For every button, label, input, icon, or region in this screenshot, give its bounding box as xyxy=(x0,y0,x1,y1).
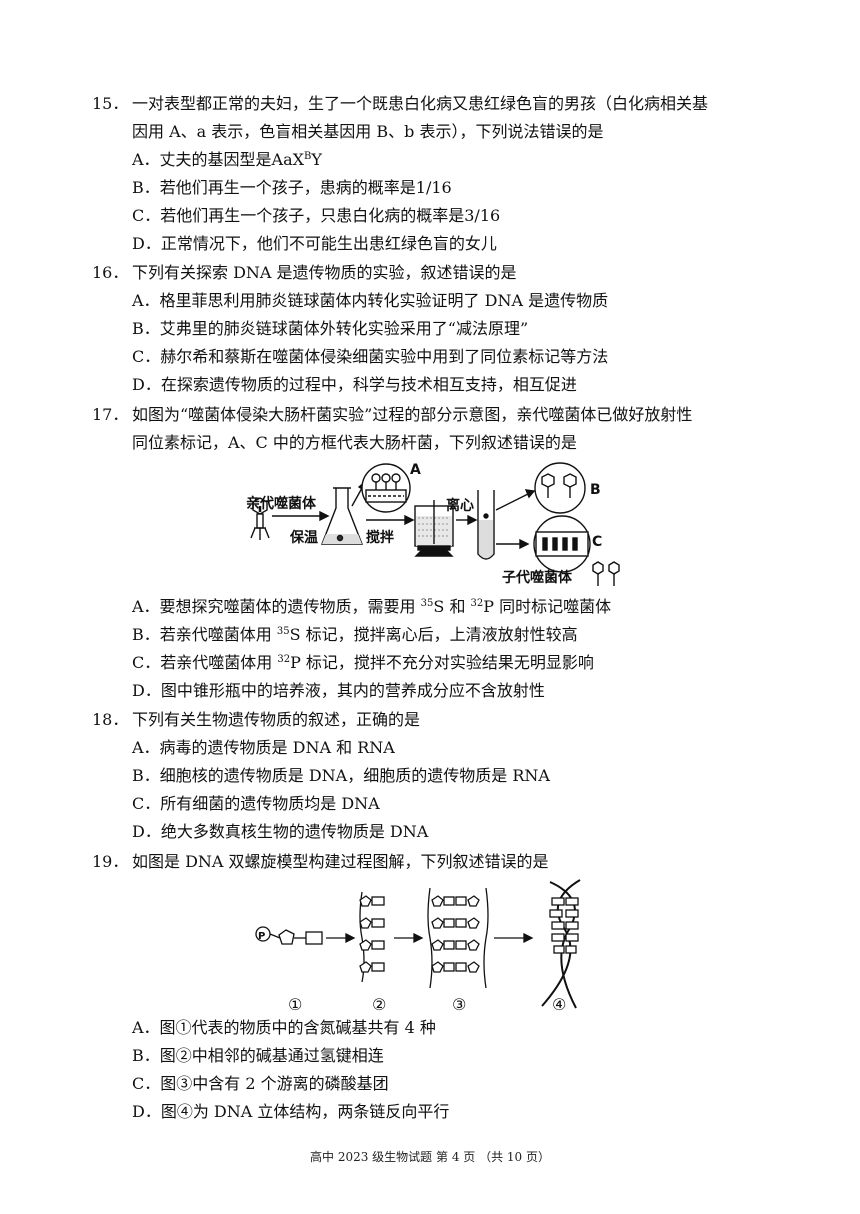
option-d: D．在探索遗传物质的过程中，科学与技术相互支持，相互促进 xyxy=(132,375,577,394)
question-text-line2: 同位素标记，A、C 中的方框代表大肠杆菌，下列叙述错误的是 xyxy=(132,433,577,452)
option-d: D．正常情况下，他们不可能生出患红绿色盲的女儿 xyxy=(132,234,497,253)
question-text: 下列有关探索 DNA 是遗传物质的实验，叙述错误的是 xyxy=(132,263,517,282)
question-15: 15．一对表型都正常的夫妇，生了一个既患白化病又患红绿色盲的男孩（白化病相关基 xyxy=(92,90,708,118)
question-18: 18．下列有关生物遗传物质的叙述，正确的是 xyxy=(92,706,420,734)
option-a: A．丈夫的基因型是AaXBY xyxy=(132,150,322,169)
question-number: 17． xyxy=(92,405,129,424)
question-text: 下列有关生物遗传物质的叙述，正确的是 xyxy=(132,710,421,729)
parent-phage-icon xyxy=(250,497,270,540)
option-d: D．绝大多数真核生物的遗传物质是 DNA xyxy=(132,822,429,841)
step-centrifuge-label: 离心 xyxy=(446,497,474,514)
label-b: B xyxy=(590,482,601,498)
phosphate-label: P xyxy=(258,931,265,942)
test-tube-icon xyxy=(477,490,495,560)
option-d: D．图④为 DNA 立体结构，两条链反向平行 xyxy=(132,1102,450,1121)
dna-model-diagram: P ① ② ③ ④ xyxy=(255,879,581,1014)
label-1: ① xyxy=(288,995,302,1014)
option-b: B．艾弗里的肺炎链球菌体外转化实验采用了“减法原理” xyxy=(132,319,529,338)
question-text-line2: 因用 A、a 表示，色盲相关基因用 B、b 表示），下列说法错误的是 xyxy=(132,122,604,141)
parent-phage-label: 亲代噬菌体 xyxy=(246,495,317,512)
option-b: B．图②中相邻的碱基通过氢键相连 xyxy=(132,1046,384,1065)
label-4: ④ xyxy=(552,995,566,1014)
option-d: D．图中锥形瓶中的培养液，其内的营养成分应不含放射性 xyxy=(132,681,545,700)
question-19: 19．如图是 DNA 双螺旋模型构建过程图解，下列叙述错误的是 xyxy=(92,848,549,876)
option-b: B．细胞核的遗传物质是 DNA，细胞质的遗传物质是 RNA xyxy=(132,766,550,785)
option-b: B．若亲代噬菌体用 35S 标记，搅拌离心后，上清液放射性较高 xyxy=(132,625,578,644)
double-strand-icon xyxy=(427,887,489,989)
option-c: C．赫尔希和蔡斯在噬菌体侵染细菌实验中用到了同位素标记等方法 xyxy=(132,347,609,366)
label-2: ② xyxy=(372,995,386,1014)
offspring-phage-label: 子代噬菌体 xyxy=(502,569,573,586)
option-a: A．图①代表的物质中的含氮碱基共有 4 种 xyxy=(132,1018,436,1037)
option-a: A．要想探究噬菌体的遗传物质，需要用 35S 和 32P 同时标记噬菌体 xyxy=(132,597,612,616)
offspring-phage-icon xyxy=(592,561,620,586)
label-a: A xyxy=(410,462,421,478)
question-number: 19． xyxy=(92,852,129,871)
question-17: 17．如图为“噬菌体侵染大肠杆菌实验”过程的部分示意图，亲代噬菌体已做好放射性 xyxy=(92,401,692,429)
step-incubate-label: 保温 xyxy=(289,529,318,546)
single-strand-icon xyxy=(359,891,385,983)
option-b: B．若他们再生一个孩子，患病的概率是1/16 xyxy=(132,178,452,197)
question-number: 15． xyxy=(92,94,129,113)
option-c: C．若亲代噬菌体用 32P 标记，搅拌不充分对实验结果无明显影响 xyxy=(132,653,594,672)
question-text-line1: 如图为“噬菌体侵染大肠杆菌实验”过程的部分示意图，亲代噬菌体已做好放射性 xyxy=(132,405,693,424)
question-text-line1: 一对表型都正常的夫妇，生了一个既患白化病又患红绿色盲的男孩（白化病相关基 xyxy=(132,94,709,113)
label-3: ③ xyxy=(452,995,466,1014)
nucleotide-icon xyxy=(255,926,323,945)
label-c: C xyxy=(592,534,602,550)
option-c: C．所有细菌的遗传物质均是 DNA xyxy=(132,794,380,813)
option-c: C．图③中含有 2 个游离的磷酸基团 xyxy=(132,1074,389,1093)
question-number: 18． xyxy=(92,710,129,729)
question-number: 16． xyxy=(92,263,129,282)
question-text: 如图是 DNA 双螺旋模型构建过程图解，下列叙述错误的是 xyxy=(132,852,549,871)
phage-experiment-diagram: 亲代噬菌体 保温 搅拌 离心 A B C 子代噬菌体 xyxy=(246,462,620,586)
beaker-icon xyxy=(414,500,454,557)
flask-icon xyxy=(320,487,364,545)
page-footer: 高中 2023 级生物试题 第 4 页 （共 10 页） xyxy=(310,1150,550,1164)
option-c: C．若他们再生一个孩子，只患白化病的概率是3/16 xyxy=(132,206,501,225)
double-helix-icon xyxy=(541,879,581,1009)
option-a: A．格里菲思利用肺炎链球菌体内转化实验证明了 DNA 是遗传物质 xyxy=(132,291,609,310)
question-16: 16．下列有关探索 DNA 是遗传物质的实验，叙述错误的是 xyxy=(92,259,517,287)
step-stir-label: 搅拌 xyxy=(366,529,394,546)
option-a: A．病毒的遗传物质是 DNA 和 RNA xyxy=(132,738,395,757)
